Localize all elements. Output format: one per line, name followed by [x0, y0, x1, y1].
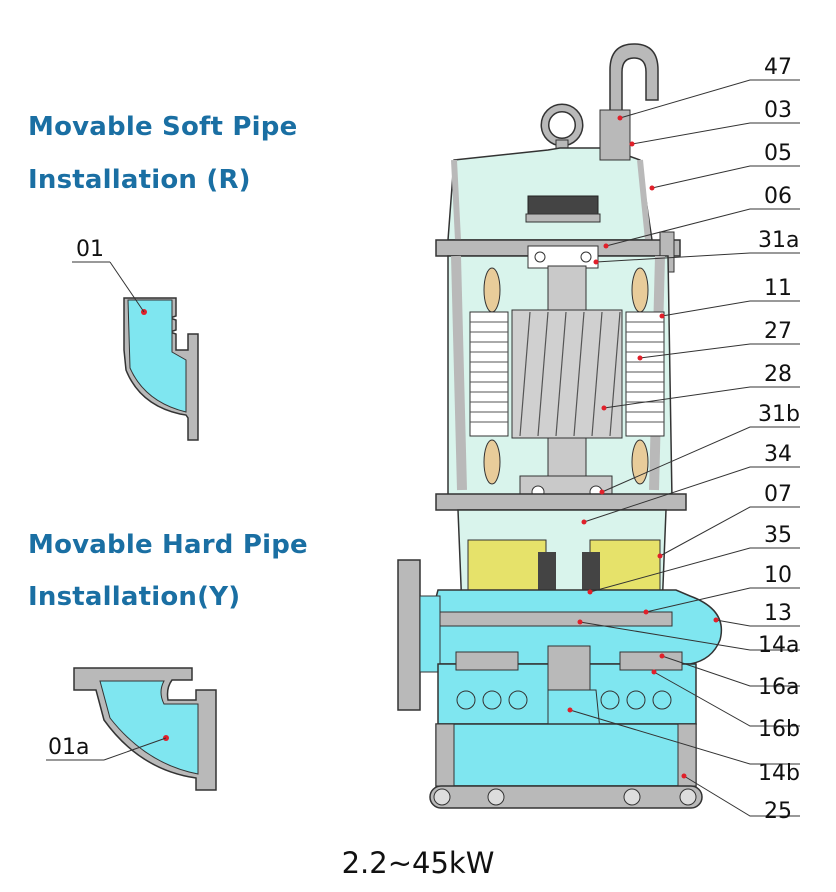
part-label-25: 25 — [764, 799, 792, 824]
part-label-27: 27 — [764, 319, 792, 344]
pipe-label-soft: 01 — [76, 237, 104, 262]
part-label-03: 03 — [764, 98, 792, 123]
part-label-31a: 31a — [758, 228, 799, 253]
callout-dots — [567, 115, 719, 779]
pump-body — [397, 43, 723, 809]
soft-pipe-title-line1: Movable Soft Pipe — [28, 112, 298, 142]
part-label-34: 34 — [764, 442, 792, 467]
part-label-14a: 14a — [758, 633, 799, 658]
part-label-06: 06 — [764, 184, 792, 209]
part-label-14b: 14b — [758, 761, 800, 786]
part-callouts — [569, 79, 800, 817]
part-label-11: 11 — [764, 276, 792, 301]
part-label-28: 28 — [764, 362, 792, 387]
part-label-07: 07 — [764, 482, 792, 507]
part-label-35: 35 — [764, 523, 792, 548]
part-label-10: 10 — [764, 563, 792, 588]
pipe-label-hard: 01a — [48, 735, 89, 760]
part-label-05: 05 — [764, 141, 792, 166]
hard-pipe-elbow — [73, 667, 217, 791]
power-range-caption: 2.2~45kW — [341, 846, 495, 880]
part-label-47: 47 — [764, 55, 792, 80]
part-label-13: 13 — [764, 601, 792, 626]
hard-pipe-title-line1: Movable Hard Pipe — [28, 530, 308, 560]
part-label-31b: 31b — [758, 402, 800, 427]
part-label-16b: 16b — [758, 717, 800, 742]
soft-pipe-title-line2: Installation (R) — [28, 165, 251, 195]
part-label-16a: 16a — [758, 675, 799, 700]
hard-pipe-title-line2: Installation(Y) — [28, 582, 241, 612]
soft-pipe-elbow — [123, 297, 199, 441]
